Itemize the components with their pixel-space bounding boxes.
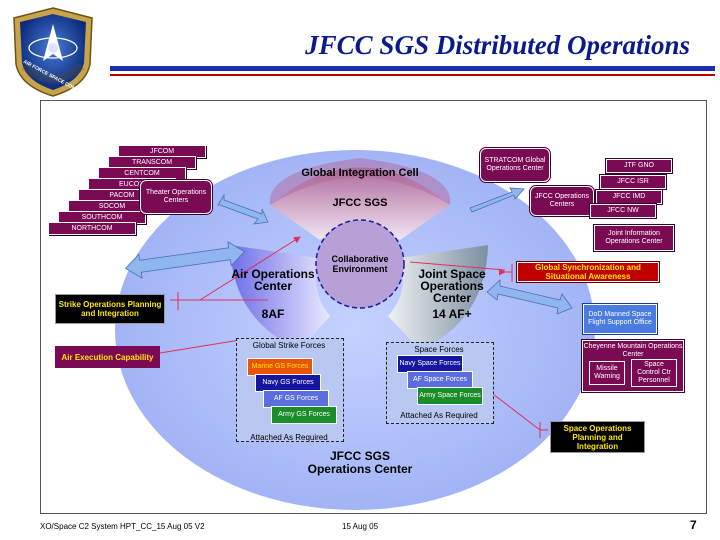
missile-warning: Missile Warning	[589, 361, 625, 385]
army-space-forces: Army Space Forces	[417, 387, 483, 405]
joint-space-ops-center-sub: 14 AF+	[432, 307, 472, 321]
top-segment-cap	[269, 158, 451, 205]
footer-date: 15 Aug 05	[342, 522, 379, 531]
header-rule-red	[110, 74, 715, 76]
space-forces-title: Space Forces	[414, 345, 464, 354]
left-segment-body	[230, 245, 330, 350]
footer-left: XO/Space C2 System HPT_CC_15 Aug 05 V2	[40, 522, 205, 531]
arrow-right-long	[486, 279, 573, 315]
slide-title: JFCC SGS Distributed Operations	[305, 30, 690, 60]
jtf-gno: JTF GNO	[605, 158, 673, 174]
dod-manned-space-flight: DoD Manned Space Flight Support Office	[582, 303, 658, 335]
global-strike-title: Global Strike Forces	[252, 341, 326, 350]
navy-space-forces: Navy Space Forces	[397, 355, 463, 373]
global-strike-footer: Attached As Required	[250, 433, 328, 442]
arrow-theater	[217, 193, 269, 225]
cmd-northcom: NORTHCOM	[48, 222, 136, 235]
collaborative-environment: Collaborative Environment	[331, 254, 389, 274]
space-control-ctr: Space Control Ctr Personnel	[631, 359, 677, 387]
space-ops-callout: Space Operations Planning and Integratio…	[550, 421, 645, 453]
header-rule-blue	[110, 66, 715, 71]
right-segment-body	[388, 245, 488, 350]
diagram-frame	[40, 100, 707, 514]
line-strike	[170, 292, 268, 310]
line-strike-arrow	[199, 236, 301, 301]
collaborative-circle	[315, 219, 405, 309]
jfcc-sgs-operations-center: JFCC SGS Operations Center	[307, 449, 413, 476]
jfcc-imd: JFCC IMD	[595, 189, 663, 205]
air-exec-callout: Air Execution Capability	[55, 346, 160, 368]
cheyenne-title: Cheyenne Mountain Operations Center	[583, 343, 683, 358]
page-number: 7	[690, 518, 697, 532]
theater-operations-centers: Theater Operations Centers	[139, 179, 213, 215]
air-operations-center-sub: 8AF	[261, 307, 285, 321]
afspc-shield-logo-icon	[13, 7, 93, 97]
arrow-jfcc	[469, 187, 525, 213]
stratcom-goc: STRATCOM Global Operations Center	[479, 147, 551, 183]
afspc-logo: AIR FORCE SPACE COMMAND	[8, 6, 98, 99]
global-integration-cell-sub: JFCC SGS	[332, 197, 388, 209]
space-forces-footer: Attached As Required	[400, 411, 478, 420]
global-integration-cell-title: Global Integration Cell	[301, 167, 419, 179]
strike-ops-callout: Strike Operations Planning and Integrati…	[55, 294, 165, 324]
top-segment	[270, 167, 450, 240]
jfcc-isr: JFCC ISR	[599, 174, 667, 190]
jfcc-nw: JFCC NW	[589, 203, 657, 219]
global-sync-callout: Global Synchronization and Situational A…	[516, 261, 660, 283]
army-gs-forces: Army GS Forces	[271, 406, 337, 424]
line-air-exec	[159, 339, 241, 354]
arrow-left-long	[124, 241, 246, 279]
line-global-sync	[409, 261, 513, 282]
joint-space-ops-center-title: Joint Space Operations Center	[418, 267, 486, 305]
cheyenne-mountain-group: Cheyenne Mountain Operations Center Miss…	[581, 339, 685, 393]
marine-gs-forces: Marine GS Forces	[247, 358, 313, 376]
air-operations-center-title: Air Operations Center	[231, 267, 315, 293]
jfcc-operations-centers: JFCC Operations Centers	[529, 185, 595, 217]
joint-information-ops-center: Joint Information Operations Center	[593, 224, 675, 252]
